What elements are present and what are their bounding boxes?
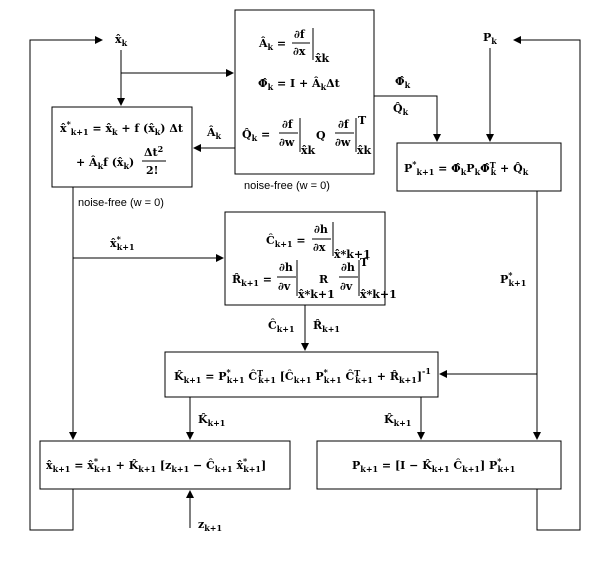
cov-feedback-wire: [513, 36, 581, 531]
phi-eq: Φ̂k = I + ÂkΔt: [258, 76, 341, 92]
noise-free-note-left: noise-free (w = 0): [78, 197, 164, 209]
state-update-box: [39, 440, 291, 490]
xstar-eq-1: x̂*k+1 = x̂k + f (x̂k) Δt: [60, 119, 184, 137]
state-predict-box: [51, 106, 193, 188]
jacobian-box: [234, 9, 375, 175]
q-eq-Q: Q: [316, 129, 326, 142]
a-eq-eval: x̂k: [315, 52, 330, 65]
r-eq-eval2: x̂*k+1: [360, 288, 397, 301]
c-eq-eval: x̂*k+1: [334, 248, 371, 261]
phi-q-wire: [374, 95, 441, 142]
cov-update-eq: Pk+1 = [I − K̂k+1 Ĉk+1] P*k+1: [352, 456, 515, 474]
label-q: Q̂k: [393, 102, 409, 117]
update-eq: x̂k+1 = x̂*k+1 + K̂k+1 [zk+1 − Ĉk+1 x̂*k…: [46, 456, 266, 474]
label-pk: Pk: [483, 31, 497, 46]
c-eq-num: ∂h: [314, 223, 328, 236]
q-eq-lhs: Q̂k =: [242, 128, 270, 143]
q-eq-num2: ∂f: [338, 118, 350, 131]
r-eq-den2: ∂v: [340, 280, 353, 293]
label-xk: x̂k: [115, 33, 128, 48]
q-eq-den1: ∂w: [279, 136, 295, 149]
label-k-right: K̂k+1: [384, 413, 411, 428]
r-eq-den1: ∂v: [278, 280, 291, 293]
label-r: R̂k+1: [313, 319, 340, 334]
noise-free-note-top: noise-free (w = 0): [244, 180, 330, 192]
state-predict-eqs: x̂*k+1 = x̂k + f (x̂k) Δt + Âkf (x̂k) Δt…: [60, 119, 184, 177]
q-eq-eval2: x̂k: [357, 144, 372, 157]
r-eq-T: T: [360, 256, 369, 269]
xstar-eq-2: + Âkf (x̂k): [76, 155, 134, 171]
q-eq-den2: ∂w: [335, 136, 351, 149]
r-eq-R: R: [319, 273, 329, 286]
r-eq-num2: ∂h: [341, 261, 355, 274]
label-k-left: K̂k+1: [198, 413, 225, 428]
q-eq-eval1: x̂k: [301, 144, 316, 157]
q-eq-num1: ∂f: [282, 118, 294, 131]
jacobian-eqs: Âk = ∂f ∂x x̂k Φ̂k = I + ÂkΔt Q̂k = ∂f ∂…: [242, 28, 372, 157]
meas-jacobian-box: [224, 211, 386, 306]
a-eq-den: ∂x: [293, 45, 306, 58]
xstar-eq-fact: 2!: [146, 164, 158, 177]
label-ak: Âk: [206, 125, 222, 141]
c-eq-den: ∂x: [313, 241, 326, 254]
r-eq-num1: ∂h: [279, 261, 293, 274]
label-phi: Φ̂k: [395, 75, 411, 90]
a-eq-lhs: Âk =: [258, 36, 286, 52]
cov-predict-box: [396, 142, 562, 192]
label-z: zk+1: [198, 518, 222, 533]
gain-box: [164, 351, 439, 398]
label-xstar: x̂*k+1: [110, 234, 135, 252]
label-pstar: P*k+1: [500, 270, 526, 288]
label-c: Ĉk+1: [268, 318, 295, 334]
state-feedback-wire: [29, 36, 103, 531]
r-eq-eval1: x̂*k+1: [298, 288, 335, 301]
a-eq-num: ∂f: [294, 28, 306, 41]
cov-update-box: [316, 440, 562, 490]
q-eq-T: T: [358, 114, 367, 127]
